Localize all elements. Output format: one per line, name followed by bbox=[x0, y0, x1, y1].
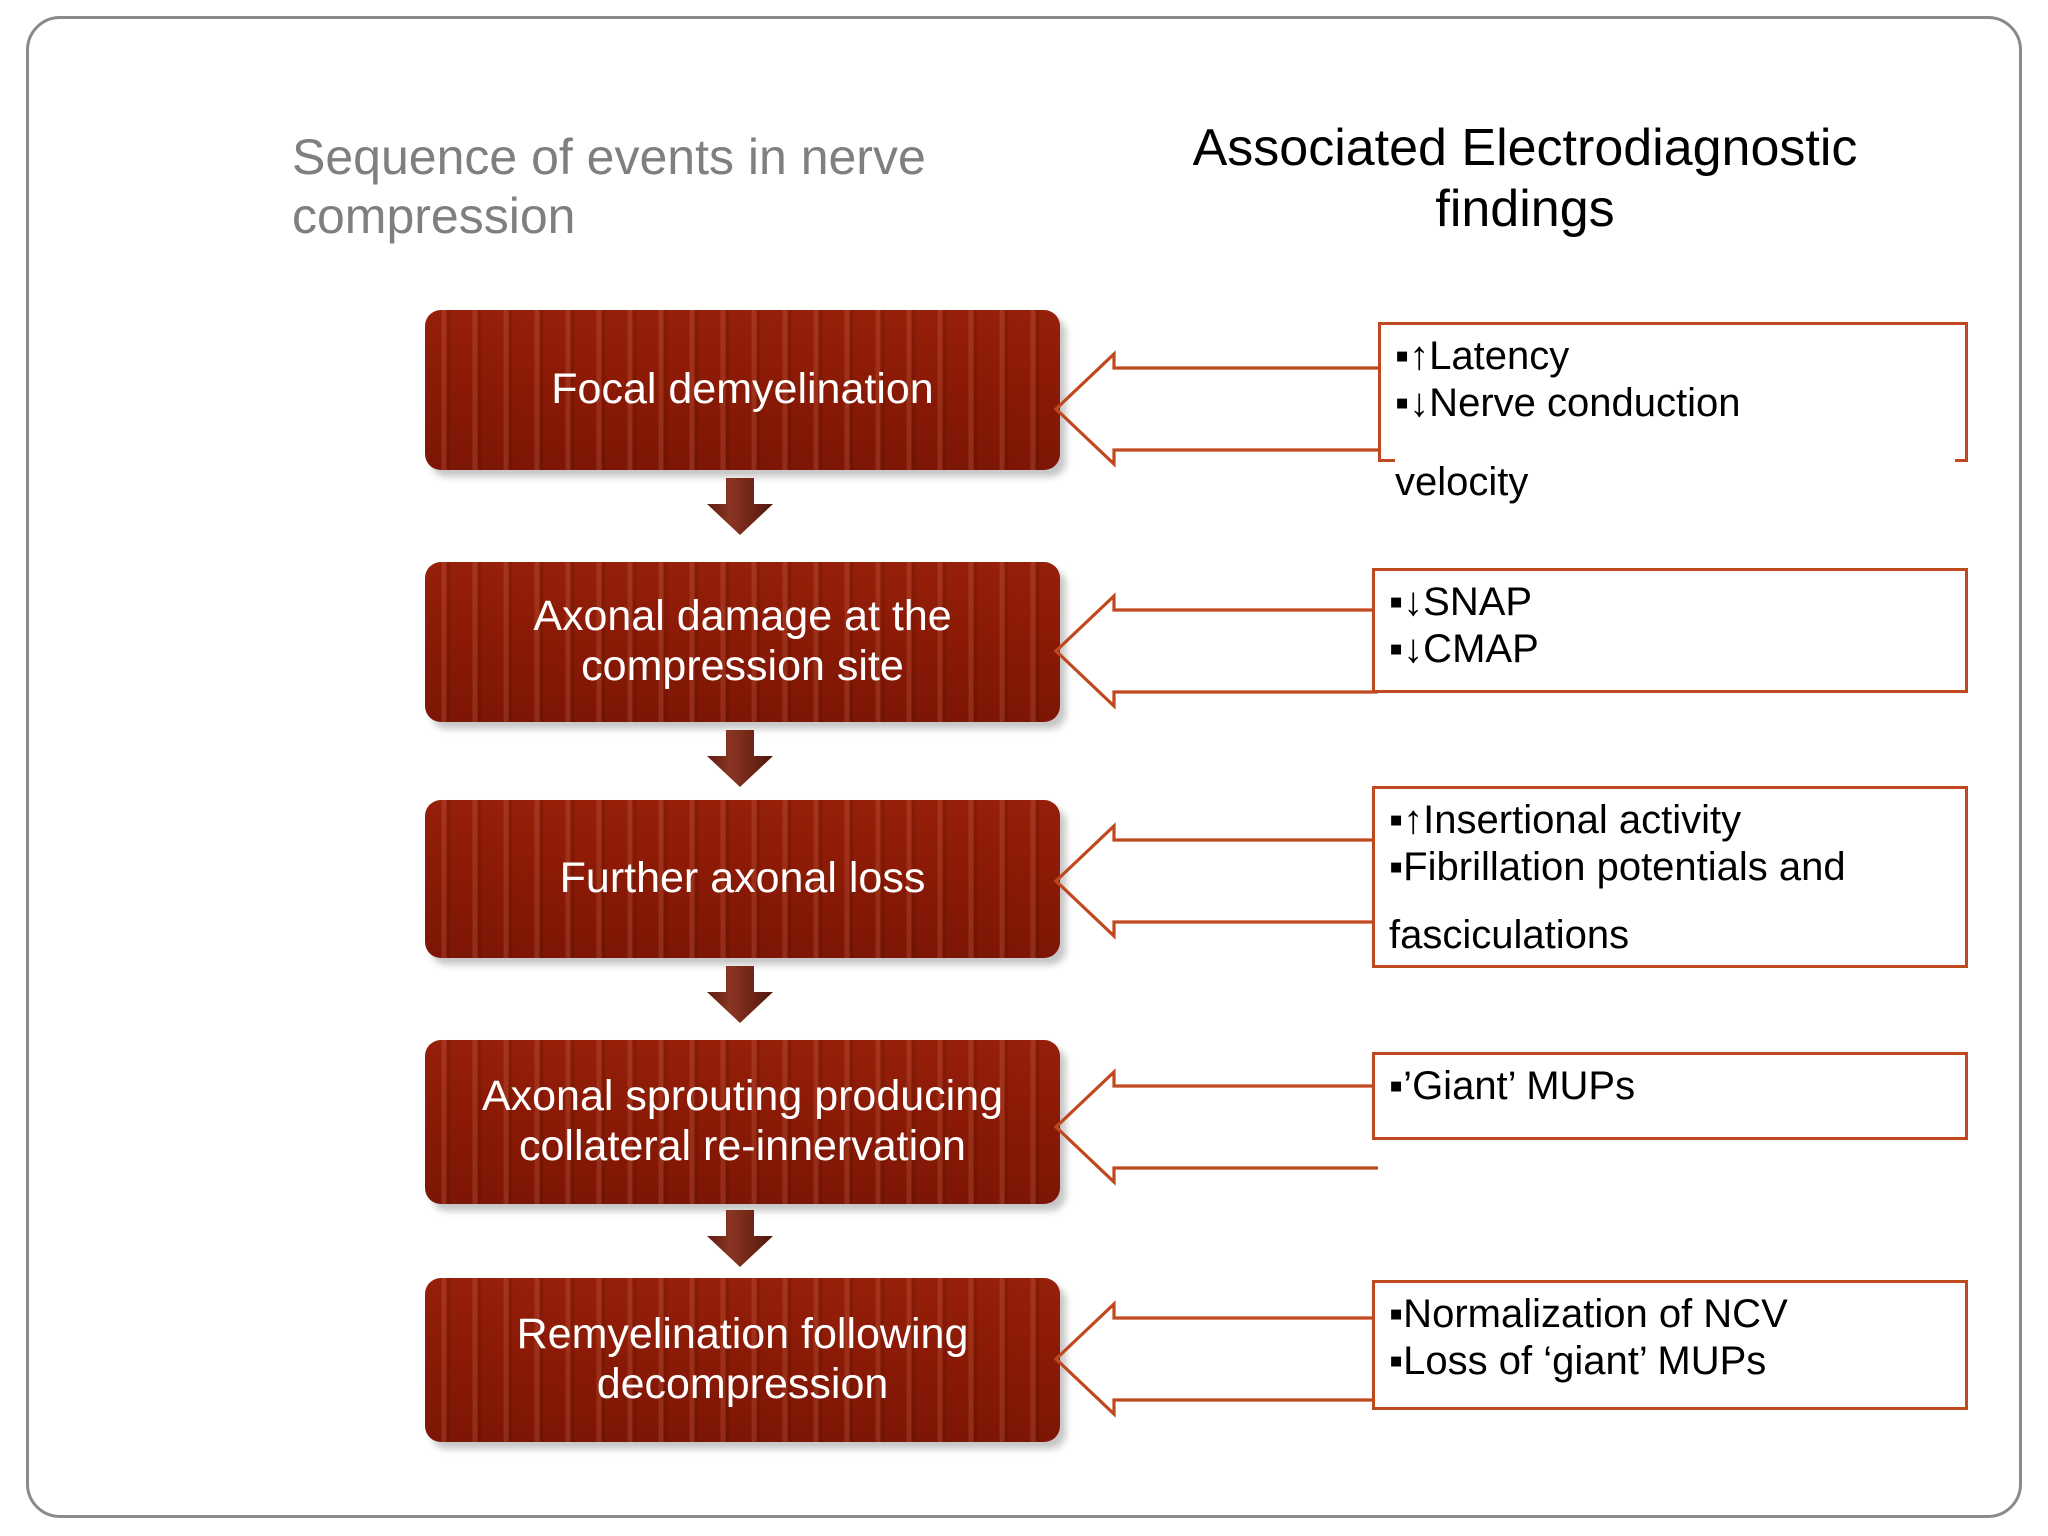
page-title-left: Sequence of events in nerve compression bbox=[292, 129, 926, 244]
down-arrow-icon bbox=[707, 966, 773, 1023]
flow-step-label: Further axonal loss bbox=[559, 854, 926, 903]
callout-box-demyelination-findings[interactable]: ▪↑Latency ▪↓Nerve conduction velocity bbox=[1378, 322, 1968, 507]
flow-step-axonal-damage[interactable]: Axonal damage at the compression site bbox=[425, 562, 1060, 722]
callout-text: ▪↑Insertional activity ▪Fibrillation pot… bbox=[1389, 798, 1846, 890]
flow-step-focal-demyelination[interactable]: Focal demyelination bbox=[425, 310, 1060, 470]
callout-text: ▪Normalization of NCV ▪Loss of ‘giant’ M… bbox=[1389, 1292, 1788, 1384]
left-arrow-callout-icon bbox=[1052, 350, 1378, 468]
callout-text: ▪↑Latency ▪↓Nerve conduction bbox=[1395, 334, 1741, 426]
flow-step-remyelination[interactable]: Remyelination following decompression bbox=[425, 1278, 1060, 1442]
callout-box-sprouting-findings[interactable]: ▪’Giant’ MUPs bbox=[1372, 1052, 1968, 1140]
flow-step-label: Remyelination following decompression bbox=[516, 1310, 969, 1408]
callout-box-axonal-loss-findings[interactable]: ▪↑Insertional activity ▪Fibrillation pot… bbox=[1372, 786, 1968, 968]
down-arrow-icon bbox=[707, 1210, 773, 1267]
flow-step-label: Focal demyelination bbox=[551, 365, 934, 414]
page-title-right: Associated Electrodiagnostic findings bbox=[1192, 119, 1858, 239]
flow-step-label: Axonal damage at the compression site bbox=[533, 592, 952, 690]
left-arrow-callout-icon bbox=[1052, 822, 1378, 940]
flow-step-axonal-sprouting[interactable]: Axonal sprouting producing collateral re… bbox=[425, 1040, 1060, 1204]
left-arrow-callout-icon bbox=[1052, 592, 1378, 710]
down-arrow-icon bbox=[707, 478, 773, 535]
left-arrow-callout-icon bbox=[1052, 1300, 1378, 1418]
callout-box-remyelination-findings[interactable]: ▪Normalization of NCV ▪Loss of ‘giant’ M… bbox=[1372, 1280, 1968, 1410]
callout-text-overflow: velocity bbox=[1395, 459, 1955, 507]
callout-box-axonal-damage-findings[interactable]: ▪↓SNAP ▪↓CMAP bbox=[1372, 568, 1968, 693]
callout-text: ▪’Giant’ MUPs bbox=[1389, 1064, 1636, 1108]
down-arrow-icon bbox=[707, 730, 773, 787]
slide-border-frame bbox=[26, 16, 2022, 1518]
left-arrow-callout-icon bbox=[1052, 1068, 1378, 1186]
callout-text-overflow: fasciculations bbox=[1389, 911, 1949, 959]
callout-text: ▪↓SNAP ▪↓CMAP bbox=[1389, 580, 1539, 672]
flow-step-label: Axonal sprouting producing collateral re… bbox=[481, 1072, 1004, 1170]
flow-step-further-axonal-loss[interactable]: Further axonal loss bbox=[425, 800, 1060, 958]
